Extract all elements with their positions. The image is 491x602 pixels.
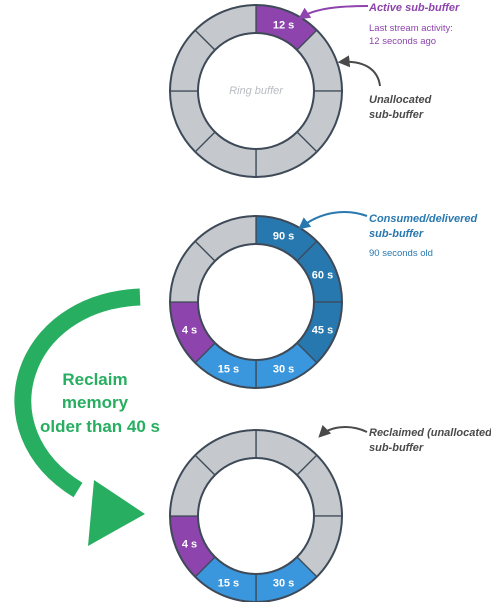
active-subbuffer-note-1: Last stream activity: [369,23,453,34]
active-subbuffer-arrow [298,5,369,20]
ring2-segment-3-label: 45 s [312,325,333,337]
ring1-outer-outline [169,4,343,178]
ring2-outer-outline [169,215,343,389]
ring1-inner-outline [197,32,315,150]
reclaimed-subbuffer-line-1: Reclaimed (unallocated) [369,427,491,439]
ring2-segment-6-label: 4 s [182,325,197,337]
consumed-subbuffer-line-2: sub-buffer [369,228,424,240]
consumed-subbuffer-arrow [298,211,368,230]
reclaim-arrow [14,288,141,498]
unallocated-subbuffer-line-1: Unallocated [369,94,432,106]
ring2-segment-1-label: 90 s [273,230,294,242]
ring2-segment-5-label: 15 s [218,364,239,376]
unallocated-subbuffer-line-2: sub-buffer [369,109,424,121]
ring3-segment-5-label: 15 s [218,578,239,590]
reclaim-arrowhead [88,480,145,546]
ring-buffer-3: 30 s 15 s 4 s [169,429,343,602]
ring-buffer-label: Ring buffer [229,85,284,97]
ring2-inner-outline [197,243,315,361]
reclaim-line-1: Reclaim [62,370,127,389]
ring1-segment-1-label: 12 s [273,19,294,31]
consumed-subbuffer-note: 90 seconds old [369,248,433,259]
reclaim-line-2: memory [62,393,129,412]
active-subbuffer-note-2: 12 seconds ago [369,36,436,47]
ring3-segment-4-label: 30 s [273,578,294,590]
ring3-outer-outline [169,429,343,602]
reclaim-line-3: older than 40 s [40,417,160,436]
ring-buffer-1: 12 s [169,4,343,178]
unallocated-subbuffer-arrow [337,55,381,87]
reclaimed-subbuffer-line-2: sub-buffer [369,442,424,454]
reclaimed-subbuffer-arrow [318,424,368,438]
ring2-segment-2-label: 60 s [312,269,333,281]
ring3-inner-outline [197,457,315,575]
ring-buffer-2: 90 s 60 s 45 s 30 s 15 s 4 s [169,215,343,389]
ring2-segment-4-label: 30 s [273,364,294,376]
consumed-subbuffer-line-1: Consumed/delivered [369,213,477,225]
ring3-segment-6-label: 4 s [182,539,197,551]
active-subbuffer-title: Active sub-buffer [368,2,460,14]
